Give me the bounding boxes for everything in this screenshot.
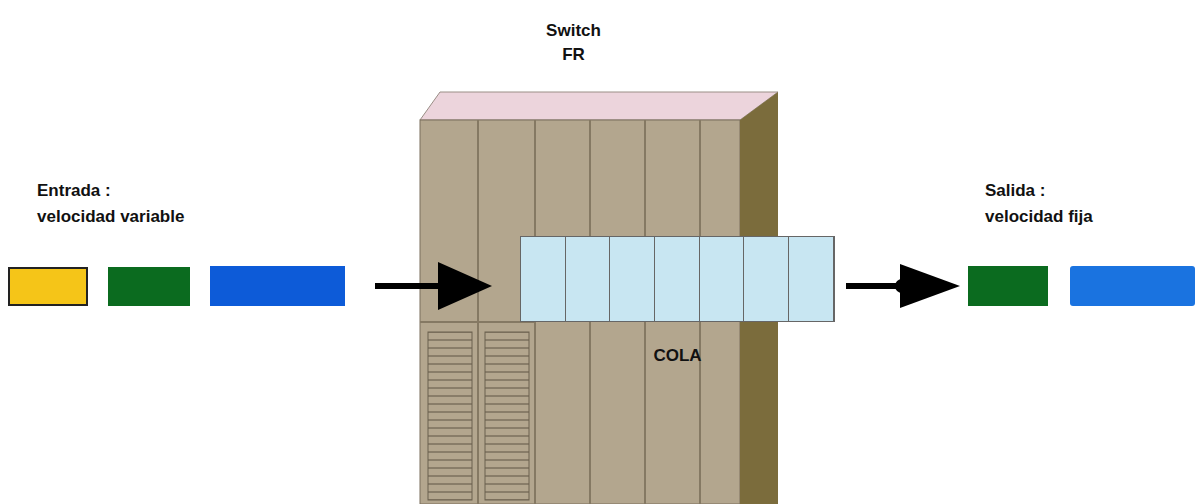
output-arrow: [846, 283, 900, 289]
speed-label: Entrada : velocidad variable: [37, 178, 187, 230]
switch-cabinet: Switch FRCOLA: [415, 15, 790, 504]
switch-title: Switch FR: [546, 19, 601, 67]
vent: [485, 332, 529, 500]
cabinet-divider: [420, 321, 535, 323]
queue-box: COLA: [520, 236, 835, 322]
packet: [210, 266, 345, 306]
packet: [1070, 266, 1195, 306]
packet: [9, 268, 87, 305]
packet: [108, 267, 190, 306]
output-arrowhead: [900, 264, 960, 308]
cabinet-top: [420, 92, 778, 120]
speed-label: Salida : velocidad fija: [985, 178, 1095, 230]
queue-label: COLA: [521, 345, 834, 367]
input-arrow: [375, 283, 442, 289]
input-arrowhead: [438, 262, 492, 310]
packet: [968, 266, 1048, 306]
vent: [428, 332, 472, 500]
